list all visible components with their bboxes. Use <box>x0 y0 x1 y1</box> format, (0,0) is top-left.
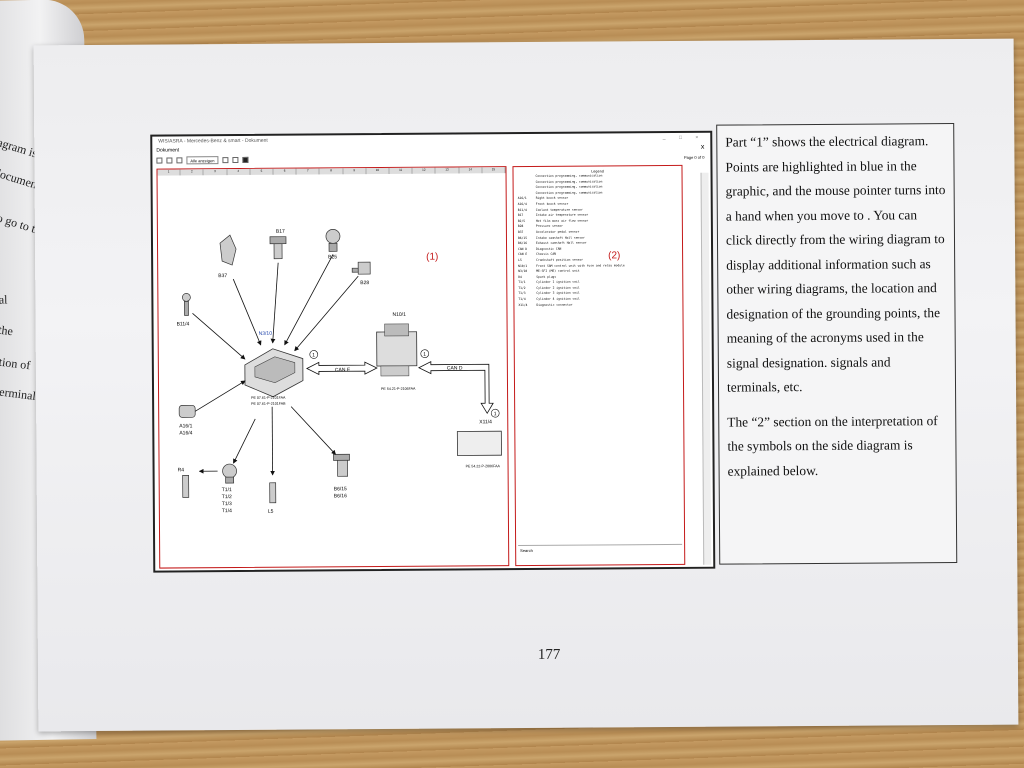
can-e-label: CAN E <box>335 367 351 373</box>
left-fragment: tion of <box>0 354 32 373</box>
page-number: 177 <box>537 646 561 663</box>
component-icon-t1[interactable] <box>222 463 237 484</box>
zoom-out-icon[interactable] <box>176 157 183 164</box>
component-icon-b11-4[interactable] <box>182 293 191 316</box>
label-x11-4: X11/4 <box>479 419 492 425</box>
circle-marker[interactable]: 1 <box>309 350 319 359</box>
label-n3-10[interactable]: N3/10 <box>259 331 273 337</box>
svg-text:1: 1 <box>494 411 497 417</box>
document-title: Dokument <box>156 147 180 154</box>
legend-code: X11/4 <box>518 302 528 307</box>
can-e-bus[interactable]: CAN E <box>305 361 378 376</box>
scrollbar[interactable] <box>700 172 712 565</box>
explanation-text-box: Part “1” shows the electrical diagram. P… <box>716 123 958 565</box>
svg-text:1: 1 <box>312 352 315 358</box>
component-icon-b17[interactable] <box>269 236 287 260</box>
legend-text: Diagnostic connector <box>536 302 573 307</box>
code-ref[interactable]: PE 07.61-P-2101FAB <box>251 402 286 406</box>
component-icon-n10-1[interactable] <box>376 323 418 377</box>
component-icon-b6[interactable] <box>333 453 350 477</box>
grid-icon[interactable] <box>232 157 239 164</box>
code-ref[interactable]: PE 07.61-P-2101FAA <box>251 396 286 400</box>
label-l5: L5 <box>268 509 274 515</box>
page-indicator: Page 0 of 0 <box>683 154 705 160</box>
svg-text:1: 1 <box>423 352 426 358</box>
zoom-select[interactable]: Alle anzeigen <box>186 156 219 165</box>
close-icon[interactable]: x <box>700 143 705 151</box>
label-b17: B17 <box>276 229 285 235</box>
print-icon[interactable] <box>156 157 163 164</box>
left-fragment: erminal <box>0 384 37 403</box>
label-n10-1: N10/1 <box>392 312 406 318</box>
component-icon-a16[interactable] <box>178 404 196 418</box>
code-ref[interactable]: PE 54.21-P-2106FAA <box>381 387 416 391</box>
label-t1-4: T1/4 <box>222 508 232 514</box>
code-ref[interactable]: PE 54.22-P-2006FAA <box>466 464 501 468</box>
component-icon-b25[interactable] <box>325 228 341 252</box>
component-icon-b28[interactable] <box>351 261 371 275</box>
circle-marker[interactable]: 1 <box>420 349 430 359</box>
legend-pane: Legend Connection programming, communica… <box>512 164 686 567</box>
document-toolbar: Alle anzeigen Page 0 of 0 <box>152 151 710 167</box>
part-1-label: (1) <box>426 252 438 263</box>
component-icon-b37[interactable] <box>219 234 237 266</box>
component-icon-l5[interactable] <box>269 482 277 504</box>
window-title: WIS/ASRA - Mercedes-Benz & smart - Dokum… <box>158 137 268 145</box>
label-r4: R4 <box>178 467 185 473</box>
left-fragment: the <box>0 322 14 339</box>
embedded-screenshot: WIS/ASRA - Mercedes-Benz & smart - Dokum… <box>150 130 716 573</box>
circle-marker[interactable]: 1 <box>490 408 500 418</box>
label-b25: B25 <box>328 254 337 260</box>
book-page: WIS/ASRA - Mercedes-Benz & smart - Dokum… <box>33 38 1019 732</box>
label-a16-1: A16/1 <box>179 423 192 429</box>
fit-icon[interactable] <box>222 157 229 164</box>
legend-toggle-icon[interactable] <box>242 156 249 163</box>
label-t1-3: T1/3 <box>222 501 232 507</box>
zoom-in-icon[interactable] <box>166 157 173 164</box>
legend-row[interactable]: X11/4 Diagnostic connector <box>514 302 682 309</box>
can-d-bus[interactable]: CAN D <box>417 361 494 415</box>
label-a16-4: A16/4 <box>179 430 192 436</box>
can-d-label: CAN D <box>447 365 463 371</box>
label-b28: B28 <box>360 280 369 286</box>
window-controls[interactable]: _ □ × <box>662 134 705 142</box>
paragraph-part-2: The “2” section on the interpretation of… <box>727 412 938 479</box>
left-fragment: al <box>0 292 8 307</box>
label-t1-1: T1/1 <box>222 487 232 493</box>
paragraph-part-1: Part “1” shows the electrical diagram. P… <box>725 133 946 395</box>
label-b11-4: B11/4 <box>177 321 190 327</box>
part-2-label: (2) <box>608 250 621 262</box>
label-t1-2: T1/2 <box>222 494 232 500</box>
component-icon-x11-4[interactable] <box>456 430 502 456</box>
label-b6-16: B6/16 <box>334 493 347 499</box>
legend-search-field[interactable]: Search <box>518 543 683 556</box>
left-fragment: al diagram is <box>0 129 40 161</box>
component-icon-n3-10[interactable] <box>244 348 304 398</box>
label-b6-15: B6/15 <box>334 486 347 492</box>
component-icon-r4[interactable] <box>182 475 190 498</box>
label-b37: B37 <box>218 273 227 279</box>
wiring-diagram: (1) B17 B37 B25 B28 B11 <box>177 228 502 515</box>
